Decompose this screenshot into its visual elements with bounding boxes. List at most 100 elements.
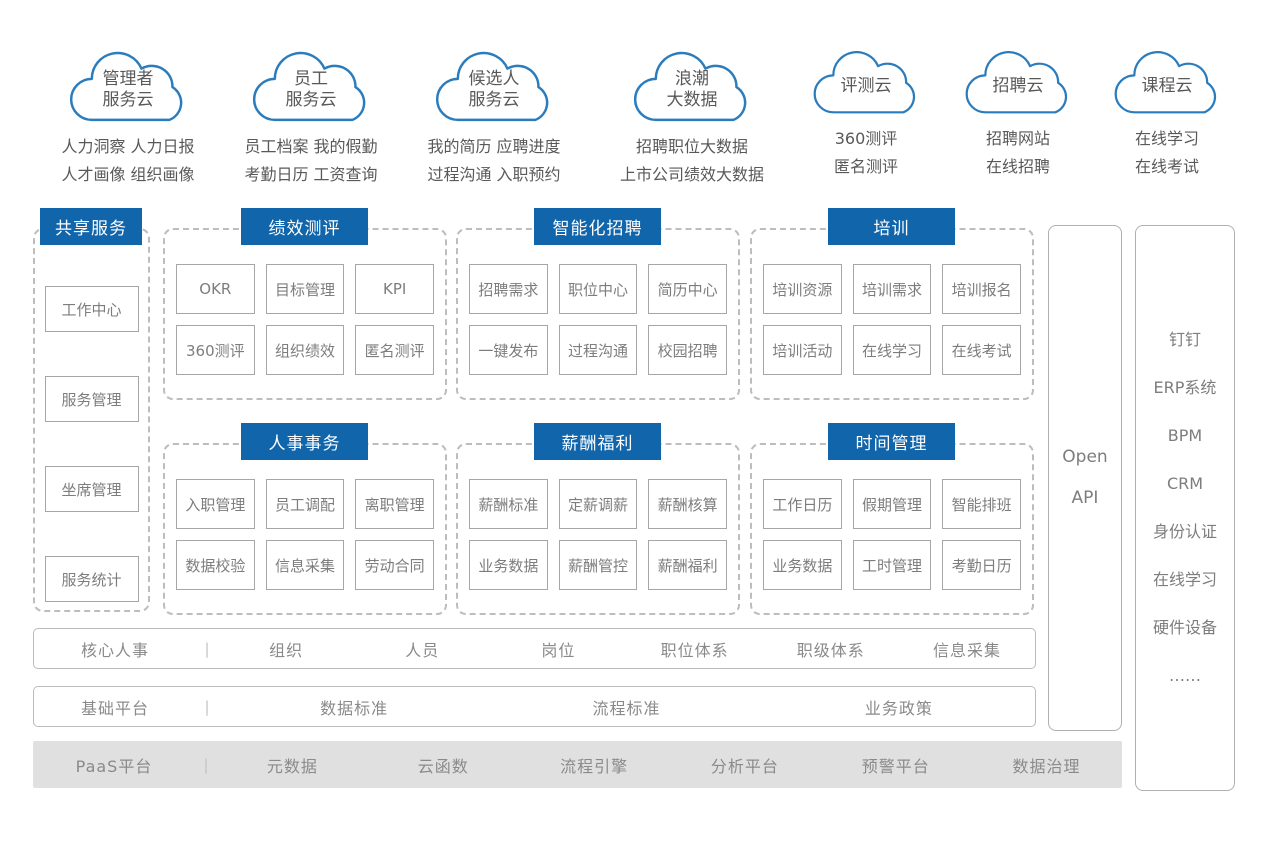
cloud-employee-service: 员工 服务云 员工档案 我的假勤考勤日历 工资查询 [211,44,411,189]
module-item: 信息采集 [265,540,345,590]
row-item: 人员 [405,640,440,660]
module-item: 入职管理 [176,479,255,529]
module-item: 招聘需求 [469,264,548,314]
shared-services-header: 共享服务 [40,208,142,245]
external-system-item: …… [1169,666,1201,685]
cloud-title: 员工 服务云 [285,69,337,110]
module-item: 离职管理 [355,479,434,529]
cloud-title: 评测云 [840,75,892,96]
training-header: 培训 [828,208,955,245]
cloud-feature: 员工档案 我的假勤 [244,137,378,156]
module-item: 组织绩效 [265,325,345,375]
module-item: 培训需求 [852,264,932,314]
row-item: 信息采集 [932,640,1001,660]
external-system-item: CRM [1166,474,1204,493]
time-management-header: 时间管理 [828,423,955,460]
core-hr-row: 核心人事 | 组织人员岗位职位体系职级体系信息采集 [33,628,1036,669]
module-item: 业务数据 [469,540,548,590]
module-item: 劳动合同 [355,540,434,590]
module-item: 校园招聘 [648,325,727,375]
compensation-panel: 薪酬标准定薪调薪薪酬核算业务数据薪酬管控薪酬福利 [456,443,740,615]
row-item: 数据标准 [320,698,389,718]
row-item: 岗位 [541,640,576,660]
cloud-title: 管理者 服务云 [102,69,154,110]
cloud-feature: 360测评 [834,129,898,148]
cloud-icon: 候选人 服务云 [432,44,556,124]
cloud-feature-list: 在线学习在线考试 [1067,125,1267,181]
cloud-feature-list: 我的简历 应聘进度过程沟通 入职预约 [394,133,594,189]
row-item: 流程标准 [592,698,661,718]
cloud-feature: 招聘职位大数据 [635,137,748,156]
module-item: OKR [176,264,255,314]
time-management-panel: 工作日历假期管理智能排班业务数据工时管理考勤日历 [750,443,1034,615]
cloud-icon: 浪潮 大数据 [630,44,754,124]
external-system-item: 在线学习 [1152,570,1217,589]
cloud-feature-list: 360测评匿名测评 [766,125,966,181]
module-item: 薪酬管控 [558,540,638,590]
external-system-item: 身份认证 [1152,522,1217,541]
cloud-icon: 招聘云 [962,44,1074,116]
cloud-feature-list: 员工档案 我的假勤考勤日历 工资查询 [211,133,411,189]
shared-service-item: 工作中心 [44,286,139,332]
external-system-item: BPM [1167,426,1203,445]
module-item: 智能排班 [942,479,1021,529]
module-item: 工时管理 [852,540,932,590]
open-api-box: Open API [1048,225,1122,731]
cloud-feature: 考勤日历 工资查询 [244,165,378,184]
module-item: 在线学习 [852,325,932,375]
module-item: 业务数据 [763,540,842,590]
cloud-course: 课程云 在线学习在线考试 [1067,44,1267,181]
cloud-feature: 在线招聘 [985,157,1050,176]
cloud-assessment: 评测云 360测评匿名测评 [766,44,966,181]
cloud-icon: 员工 服务云 [249,44,373,124]
module-item: 薪酬标准 [469,479,548,529]
cloud-feature-list: 招聘职位大数据上市公司绩效大数据 [592,133,792,189]
row-item: 元数据 [266,756,318,776]
module-item: 简历中心 [648,264,727,314]
external-system-item: 硬件设备 [1152,618,1217,637]
cloud-feature: 匿名测评 [833,157,898,176]
module-item: 职位中心 [558,264,638,314]
row-divider: | [204,697,210,716]
cloud-feature: 招聘网站 [985,129,1050,148]
cloud-title: 浪潮 大数据 [666,69,718,110]
row-item: 业务政策 [864,698,933,718]
cloud-title: 招聘云 [992,75,1044,96]
module-item: 培训报名 [942,264,1021,314]
cloud-feature: 人才画像 组织画像 [61,165,195,184]
cloud-feature-list: 招聘网站在线招聘 [918,125,1118,181]
module-item: KPI [355,264,434,314]
cloud-title: 候选人 服务云 [468,69,520,110]
external-system-item: ERP系统 [1153,378,1217,397]
cloud-feature: 我的简历 应聘进度 [427,137,561,156]
row-item: 分析平台 [710,756,779,776]
paas-platform-row: PaaS平台 | 元数据云函数流程引擎分析平台预警平台数据治理 [33,741,1122,788]
module-item: 目标管理 [265,264,345,314]
base-platform-row: 基础平台 | 数据标准 流程标准 业务政策 [33,686,1036,727]
row-divider: | [204,639,210,658]
module-item: 一键发布 [469,325,548,375]
module-item: 工作日历 [763,479,842,529]
module-item: 薪酬核算 [648,479,727,529]
shared-service-item: 服务统计 [44,556,139,602]
cloud-icon: 课程云 [1111,44,1223,116]
external-system-item: 钉钉 [1168,330,1201,349]
row-item: 流程引擎 [560,756,629,776]
cloud-feature: 在线考试 [1134,157,1199,176]
cloud-inspur-bigdata: 浪潮 大数据 招聘职位大数据上市公司绩效大数据 [592,44,792,189]
module-item: 过程沟通 [558,325,638,375]
open-api-label: Open API [1062,447,1108,508]
cloud-feature-list: 人力洞察 人力日报人才画像 组织画像 [28,133,228,189]
module-item: 薪酬福利 [648,540,727,590]
module-item: 考勤日历 [942,540,1021,590]
row-label: 基础平台 [80,698,149,718]
module-item: 在线考试 [942,325,1021,375]
module-item: 培训资源 [763,264,842,314]
cloud-manager-service: 管理者 服务云 人力洞察 人力日报人才画像 组织画像 [28,44,228,189]
cloud-feature: 过程沟通 入职预约 [427,165,561,184]
cloud-candidate-service: 候选人 服务云 我的简历 应聘进度过程沟通 入职预约 [394,44,594,189]
row-item: 数据治理 [1012,756,1081,776]
cloud-title: 课程云 [1141,75,1193,96]
module-item: 假期管理 [852,479,932,529]
